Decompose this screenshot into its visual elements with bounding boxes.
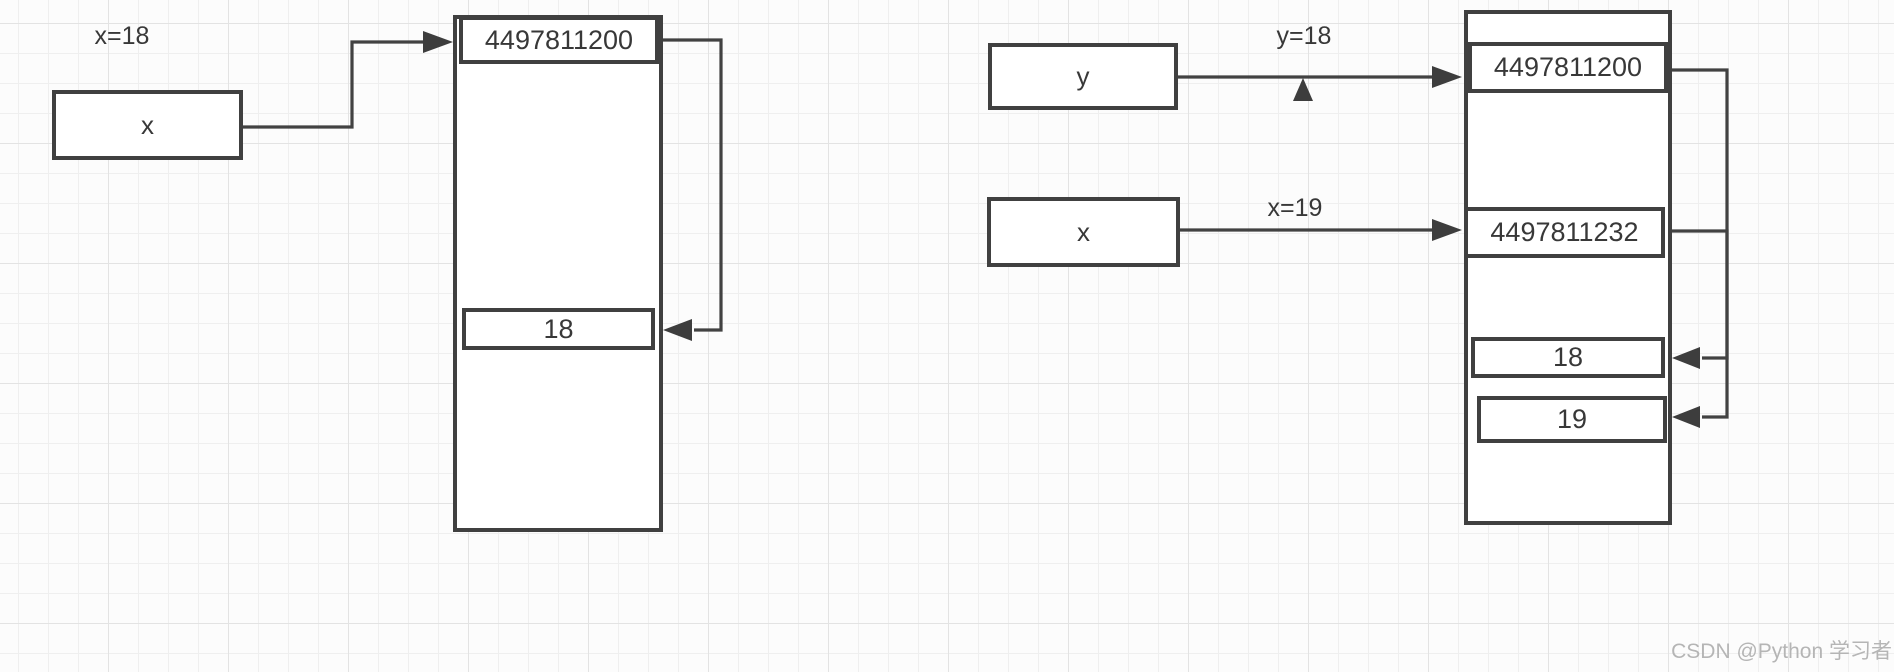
left-loop-arrowhead-icon: [663, 319, 692, 341]
left-value: 18: [543, 313, 574, 344]
left-variable-name: x: [141, 109, 154, 140]
right-variable-box-y: y: [988, 43, 1178, 110]
right-y-variable-name: y: [1076, 61, 1090, 91]
left-memory-object-box: [453, 15, 663, 532]
right-x-assignment-label: x=19: [1267, 194, 1323, 222]
right-address-2-value: 4497811232: [1490, 217, 1639, 247]
left-address-to-value-arrow-line: [659, 38, 723, 332]
caret-up-icon: [1293, 78, 1313, 101]
right-address1-to-value18-arrow-line: [1668, 68, 1729, 360]
right-address-box-2: 4497811232: [1464, 207, 1665, 258]
left-x-arrowhead-icon: [423, 31, 453, 53]
left-assignment-label: x=18: [94, 22, 150, 50]
left-address-value: 4497811200: [484, 24, 634, 55]
left-address-box: 4497811200: [459, 16, 659, 64]
right-value-19: 19: [1556, 404, 1588, 434]
right-variable-box-x: x: [987, 197, 1180, 267]
left-x-to-address-arrow-line: [243, 40, 425, 129]
right-y-assignment-label: y=18: [1276, 22, 1332, 50]
watermark: CSDN @Python 学习者: [1671, 640, 1892, 663]
right-loop18-arrowhead-icon: [1672, 347, 1700, 369]
right-address2-to-value19-arrow-line: [1665, 229, 1729, 419]
right-x-arrowhead-icon: [1432, 219, 1462, 241]
right-x-variable-name: x: [1077, 216, 1090, 247]
right-value-box-19: 19: [1477, 396, 1667, 443]
left-variable-box-x: x: [52, 90, 243, 160]
right-value-18: 18: [1552, 342, 1584, 372]
right-loop19-arrowhead-icon: [1672, 406, 1700, 428]
left-value-box: 18: [462, 308, 655, 350]
right-address-box-1: 4497811200: [1468, 42, 1668, 93]
right-value-box-18: 18: [1471, 337, 1665, 378]
right-address-1-value: 4497811200: [1493, 52, 1643, 82]
right-y-arrowhead-icon: [1432, 66, 1462, 88]
